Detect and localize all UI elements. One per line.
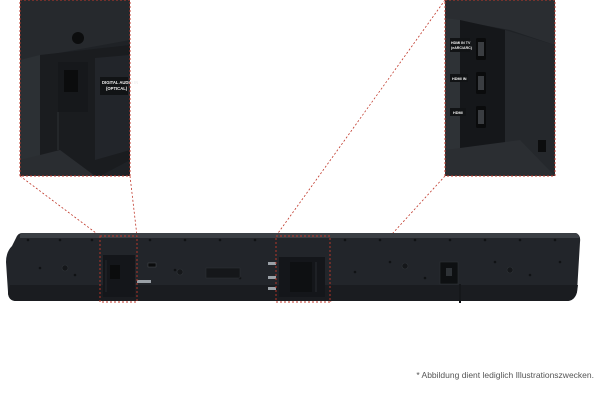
left-callout-panel: DIGITAL AUDIO IN (OPTICAL) — [20, 0, 138, 176]
screw-hole — [72, 32, 84, 44]
mounting-holes — [26, 238, 562, 280]
disclaimer-text: * Abbildung dient lediglich Illustration… — [416, 370, 594, 380]
keyhole-left — [61, 264, 69, 272]
optical-port-label-tag — [100, 77, 128, 95]
keyhole-right — [506, 266, 514, 274]
hdmi-label-2: HDMI IN — [452, 77, 467, 81]
rating-plate — [205, 267, 241, 279]
hdmi-label-1-line2: (eARC/ARC) — [451, 46, 473, 50]
optical-port-label-line1: DIGITAL AUDIO IN — [102, 80, 138, 85]
small-label-sticker — [137, 280, 151, 283]
left-callout-border — [19, 0, 131, 177]
hdmi-port-1 — [476, 38, 486, 60]
right-callout-panel: HDMI IN TV (eARC/ARC) HDMI IN HDMI — [445, 0, 555, 176]
hdmi-port-2 — [476, 72, 486, 94]
soundbar — [6, 233, 581, 303]
hdmi-label-1-line1: HDMI IN TV — [451, 41, 471, 45]
hdmi-port-3 — [476, 106, 486, 128]
optical-port — [64, 70, 78, 92]
hdmi-label-3: HDMI — [453, 111, 463, 115]
optical-highlight-box — [99, 235, 138, 303]
service-port — [147, 262, 157, 268]
right-callout-border — [444, 0, 556, 177]
optical-port-label-line2: (OPTICAL) — [106, 86, 128, 91]
